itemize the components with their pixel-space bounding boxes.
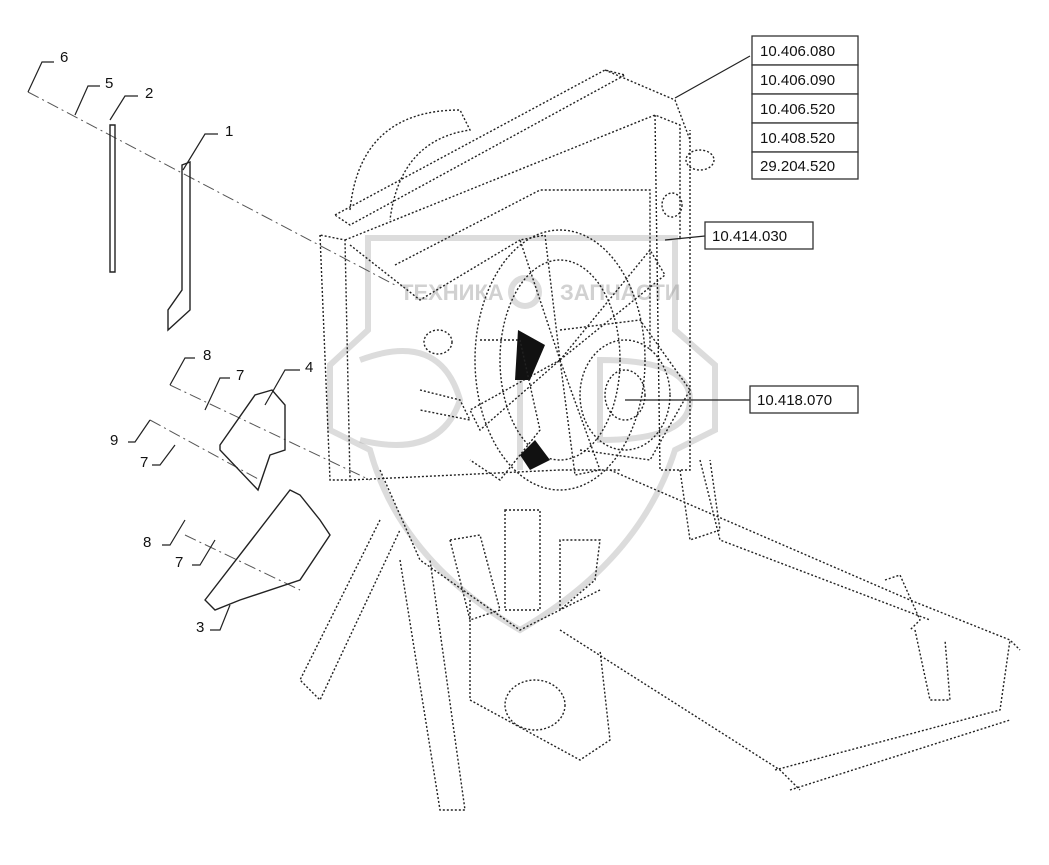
fan-blades — [419, 234, 666, 481]
ref-top-2: 10.406.090 — [760, 72, 835, 89]
reference-hub: 10.418.070 — [749, 385, 859, 414]
callout-6: 6 — [60, 49, 68, 66]
side-pipe — [423, 149, 715, 355]
callout-labels: 6 5 2 1 8 7 4 9 7 8 7 3 — [60, 49, 313, 636]
callout-3: 3 — [196, 619, 204, 636]
exploded-axis-lines — [27, 91, 396, 591]
callout-2: 2 — [145, 85, 153, 102]
ref-top-4: 10.408.520 — [760, 130, 835, 147]
base-frame — [559, 459, 1021, 791]
part-2-strip — [109, 124, 116, 273]
callout-4: 4 — [305, 359, 313, 376]
watermark-left-text: ТЕХНИКА — [400, 280, 504, 305]
ref-fan-label: 10.414.030 — [712, 228, 787, 245]
callout-8-lower: 8 — [143, 534, 151, 551]
callout-7-upper: 7 — [236, 367, 244, 384]
ref-top-3: 10.406.520 — [760, 101, 835, 118]
part-4-bracket — [219, 389, 286, 492]
callout-8-upper: 8 — [203, 347, 211, 364]
leader-lines — [27, 55, 751, 631]
callout-5: 5 — [105, 75, 113, 92]
reference-fan: 10.414.030 — [704, 221, 814, 250]
fan-shroud — [349, 109, 646, 491]
reference-stack: 10.406.080 10.406.090 10.406.520 10.408.… — [751, 35, 859, 180]
ref-top-5: 29.204.520 — [760, 158, 835, 175]
callout-7-lower: 7 — [175, 554, 183, 571]
radiator-frame — [319, 69, 691, 481]
ref-hub-label: 10.418.070 — [757, 392, 832, 409]
ref-top-1: 10.406.080 — [760, 43, 835, 60]
part-1-plate — [167, 160, 191, 332]
watermark-right-text: ЗАПЧАСТИ — [560, 280, 681, 305]
part-3-cover — [204, 489, 331, 611]
callout-1: 1 — [225, 123, 233, 140]
callout-9: 9 — [110, 432, 118, 449]
support-legs — [299, 469, 611, 811]
callout-7-middle: 7 — [140, 454, 148, 471]
cylinder-mounts — [449, 509, 601, 621]
fan-hub — [559, 319, 691, 461]
